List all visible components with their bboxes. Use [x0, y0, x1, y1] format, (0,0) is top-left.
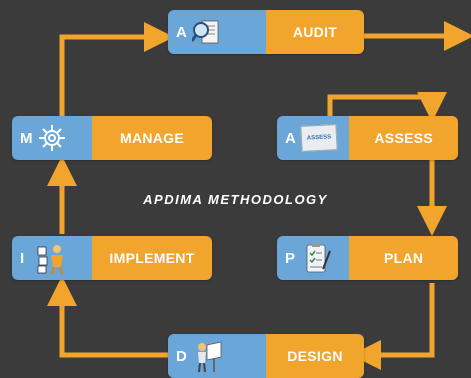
arrow-loop-to-assess [327, 91, 447, 122]
clipboard-checklist-icon [306, 243, 331, 273]
step-design-letter: D [176, 347, 187, 365]
step-assess[interactable]: A ASSESS ASSESS [277, 116, 458, 160]
step-implement-label: IMPLEMENT [92, 236, 212, 280]
step-design-label: DESIGN [266, 334, 364, 378]
arrow-plan-to-design [351, 283, 435, 370]
assess-note-icon: ASSESS [300, 124, 338, 152]
arrow-design-to-implement [47, 276, 168, 358]
worker-building-icon [37, 245, 64, 275]
magnifier-document-icon [192, 20, 219, 44]
step-design-left: D [168, 334, 266, 378]
step-audit-left: A [168, 10, 266, 54]
step-plan-left: P [277, 236, 350, 280]
step-audit[interactable]: A AUDIT [168, 10, 364, 54]
step-plan-label: PLAN [349, 236, 458, 280]
arrow-manage-to-audit [59, 22, 174, 116]
assess-note-text: ASSESS [306, 134, 332, 142]
diagram-title: APDIMA METHODOLOGY [143, 192, 328, 207]
step-design[interactable]: D DESIGN [168, 334, 364, 378]
step-assess-left: A ASSESS [277, 116, 350, 160]
gear-icon [38, 125, 65, 151]
step-manage-label: MANAGE [92, 116, 212, 160]
step-plan-letter: P [285, 249, 296, 267]
step-implement-letter: I [20, 249, 25, 267]
step-audit-label: AUDIT [266, 10, 364, 54]
step-audit-letter: A [176, 23, 187, 41]
step-assess-letter: A [285, 129, 296, 147]
step-manage-letter: M [20, 129, 33, 147]
step-assess-label: ASSESS [349, 116, 458, 160]
step-implement-left: I [12, 236, 92, 280]
step-plan[interactable]: P PLAN [277, 236, 458, 280]
step-implement[interactable]: I IMPLEMENT [12, 236, 212, 280]
step-manage-left: M [12, 116, 92, 160]
drafting-table-icon [198, 341, 222, 373]
step-manage[interactable]: M MANAGE [12, 116, 212, 160]
